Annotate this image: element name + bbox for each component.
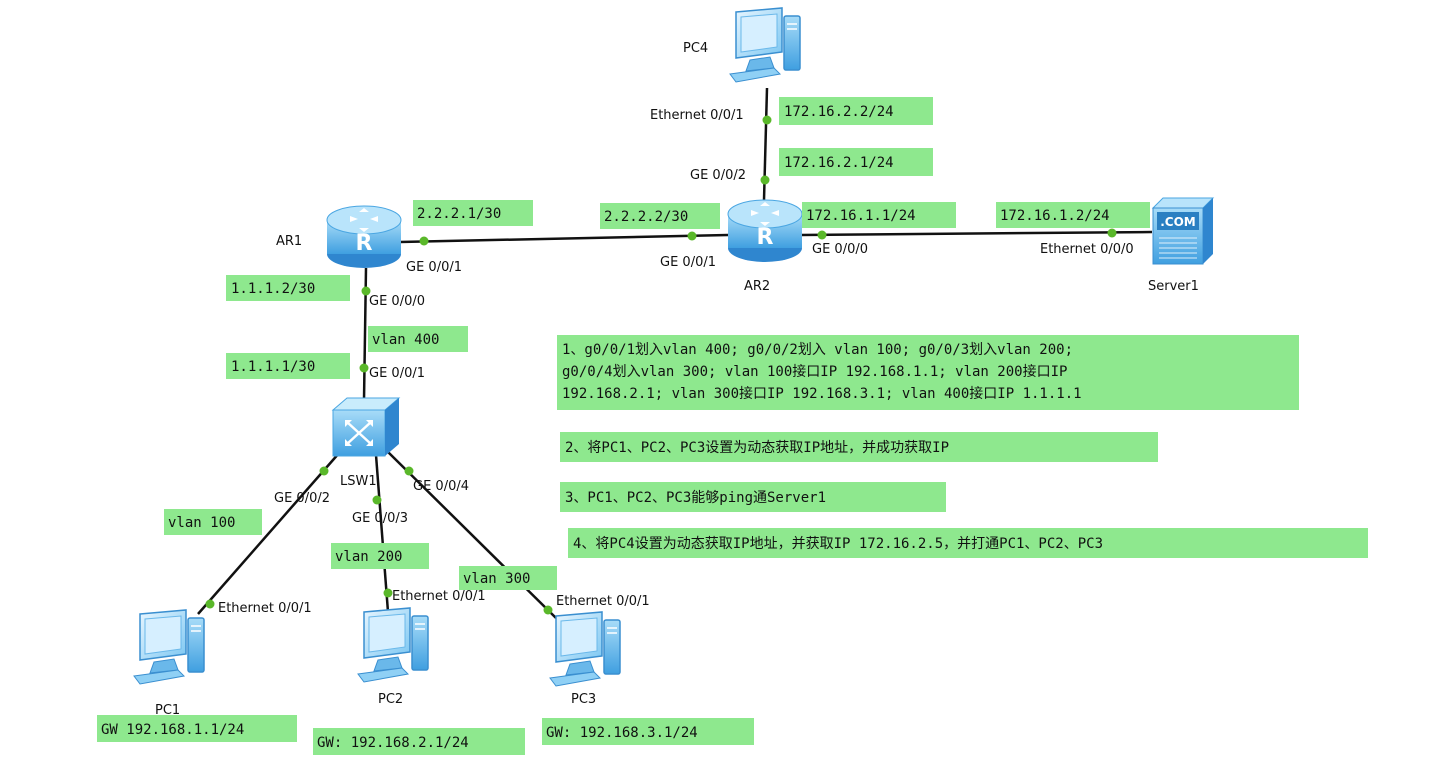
ip-label: 2.2.2.1/30: [417, 206, 501, 222]
pc1-name: PC1: [155, 703, 180, 718]
links: [197, 87, 1153, 619]
port-dot-ar1-g0: [361, 286, 371, 296]
ar1-name: AR1: [276, 234, 302, 249]
pc3-name: PC3: [571, 692, 596, 707]
ar1-device[interactable]: [326, 205, 402, 269]
port-label: Ethernet 0/0/0: [1040, 242, 1134, 257]
link-ar2-server1: [799, 230, 1153, 237]
gateway-label: GW: 192.168.2.1/24: [317, 735, 469, 751]
gateway-label: GW 192.168.1.1/24: [101, 722, 244, 738]
pc-icon: [133, 609, 205, 685]
task-notes: 1、g0/0/1划入vlan 400; g0/0/2划入 vlan 100; g…: [557, 335, 1368, 558]
pc1-device[interactable]: [133, 609, 205, 685]
pc2-name: PC2: [378, 692, 403, 707]
vlan-label: vlan 400: [372, 332, 439, 348]
server1-device[interactable]: .COM: [1152, 197, 1214, 265]
pc-icon: [729, 7, 801, 83]
port-label: GE 0/0/1: [660, 255, 716, 270]
pc2-device[interactable]: [357, 607, 429, 683]
pc-icon: [357, 607, 429, 683]
port-dot-lsw-g4: [404, 466, 414, 476]
pc-icon: [549, 611, 621, 687]
ar2-name: AR2: [744, 279, 770, 294]
ar2-device[interactable]: [727, 199, 803, 263]
note-3: 3、PC1、PC2、PC3能够ping通Server1: [565, 490, 826, 506]
note-4: 4、将PC4设置为动态获取IP地址，并获取IP 172.16.2.5，并打通PC…: [573, 535, 1103, 552]
server-badge: .COM: [1160, 215, 1196, 229]
pc3-device[interactable]: [549, 611, 621, 687]
ip-label: 1.1.1.2/30: [231, 281, 315, 297]
port-dot-pc2: [383, 588, 393, 598]
port-label: GE 0/0/4: [413, 479, 469, 494]
vlan-label: vlan 300: [463, 571, 530, 587]
link-lsw1-pc1: [197, 451, 341, 615]
pc4-name: PC4: [683, 41, 708, 56]
port-label: Ethernet 0/0/1: [218, 601, 312, 616]
port-label: GE 0/0/1: [369, 366, 425, 381]
address-labels: 172.16.2.2/24 172.16.2.1/24 2.2.2.1/30 2…: [97, 97, 1150, 755]
note-1-line-3: 192.168.2.1; vlan 300接口IP 192.168.3.1; v…: [562, 385, 1082, 402]
port-dot-lsw-g2: [319, 466, 329, 476]
port-dot-ar2-g2: [760, 175, 770, 185]
link-lsw1-pc2: [374, 454, 390, 613]
server1-name: Server1: [1148, 279, 1199, 294]
port-label: GE 0/0/2: [690, 168, 746, 183]
ip-label: 1.1.1.1/30: [231, 359, 315, 375]
switch-icon: [331, 396, 401, 458]
vlan-label: vlan 100: [168, 515, 235, 531]
note-1-line-2: g0/0/4划入vlan 300; vlan 100接口IP 192.168.1…: [562, 363, 1067, 380]
port-label: Ethernet 0/0/1: [556, 594, 650, 609]
port-dot-pc3: [543, 605, 553, 615]
link-lsw1-pc3: [387, 451, 557, 619]
port-label: Ethernet 0/0/1: [392, 589, 486, 604]
ip-label: 172.16.1.2/24: [1000, 208, 1110, 224]
lsw1-name: LSW1: [340, 474, 377, 489]
port-dots: [205, 115, 1117, 615]
port-label: GE 0/0/3: [352, 511, 408, 526]
port-dot-ar2-g0: [817, 230, 827, 240]
router-icon: [326, 205, 402, 269]
port-label: GE 0/0/1: [406, 260, 462, 275]
server-icon: [1152, 197, 1214, 265]
note-2: 2、将PC1、PC2、PC3设置为动态获取IP地址，并成功获取IP: [565, 440, 949, 456]
link-ar1-ar2: [399, 233, 729, 244]
port-dot-pc1: [205, 599, 215, 609]
gateway-label: GW: 192.168.3.1/24: [546, 725, 698, 741]
pc4-device[interactable]: [729, 7, 801, 83]
port-labels: Ethernet 0/0/1 GE 0/0/2 GE 0/0/1 GE 0/0/…: [218, 108, 1134, 616]
port-dot-lsw-g3: [372, 495, 382, 505]
router-icon: [727, 199, 803, 263]
port-label: GE 0/0/0: [369, 294, 425, 309]
port-dot-ar2-g1: [687, 231, 697, 241]
port-label: GE 0/0/0: [812, 242, 868, 257]
ip-label: 2.2.2.2/30: [604, 209, 688, 225]
port-dot-lsw-g1: [359, 363, 369, 373]
port-dot-pc4: [762, 115, 772, 125]
ip-label: 172.16.2.1/24: [784, 155, 894, 171]
ip-label: 172.16.1.1/24: [806, 208, 916, 224]
lsw1-device[interactable]: [331, 396, 401, 458]
port-dot-ar1-g1: [419, 236, 429, 246]
vlan-label: vlan 200: [335, 549, 402, 565]
port-label: GE 0/0/2: [274, 491, 330, 506]
port-dot-server: [1107, 228, 1117, 238]
note-1-line-1: 1、g0/0/1划入vlan 400; g0/0/2划入 vlan 100; g…: [562, 342, 1073, 358]
port-label: Ethernet 0/0/1: [650, 108, 744, 123]
ip-label: 172.16.2.2/24: [784, 104, 894, 120]
